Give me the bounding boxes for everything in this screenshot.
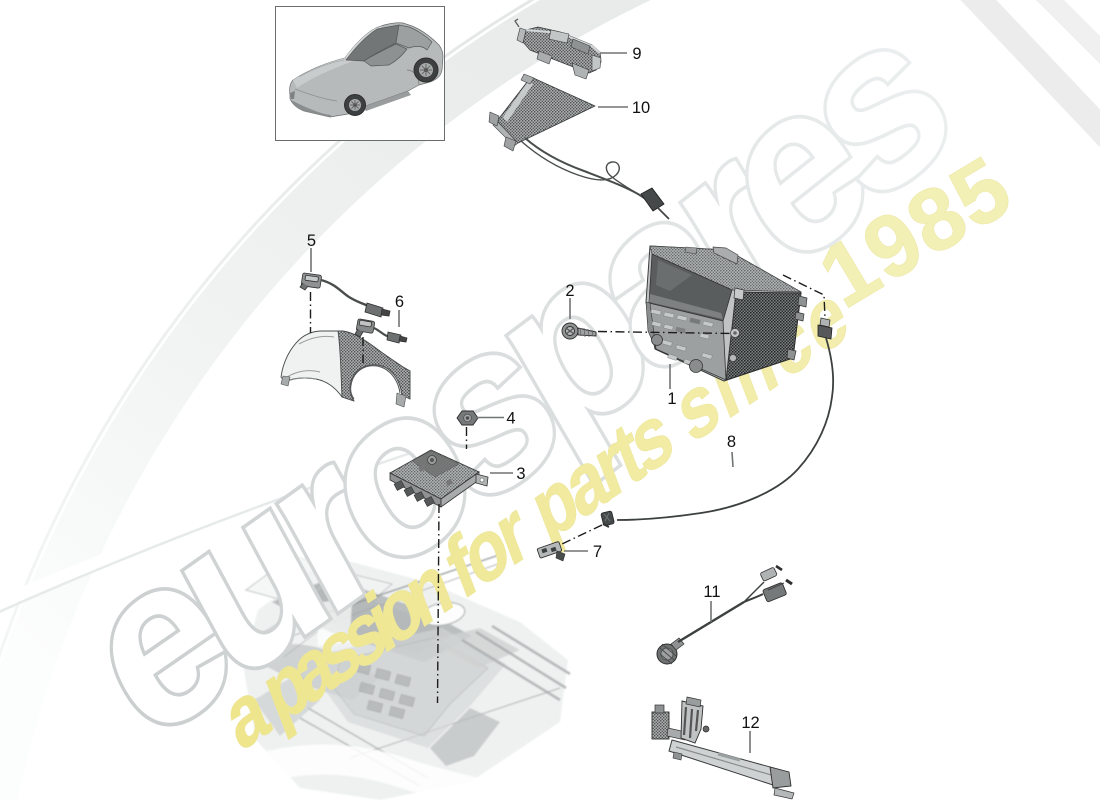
svg-text:12: 12 [741, 714, 759, 732]
svg-text:4: 4 [506, 410, 515, 428]
svg-text:2: 2 [565, 282, 574, 300]
svg-text:7: 7 [593, 543, 602, 561]
svg-text:11: 11 [703, 583, 720, 601]
svg-text:5: 5 [307, 232, 316, 250]
svg-text:1: 1 [667, 390, 676, 408]
svg-text:8: 8 [727, 433, 736, 451]
svg-text:3: 3 [516, 465, 525, 483]
svg-text:9: 9 [632, 45, 641, 63]
svg-text:6: 6 [395, 293, 404, 311]
svg-text:10: 10 [632, 99, 650, 117]
